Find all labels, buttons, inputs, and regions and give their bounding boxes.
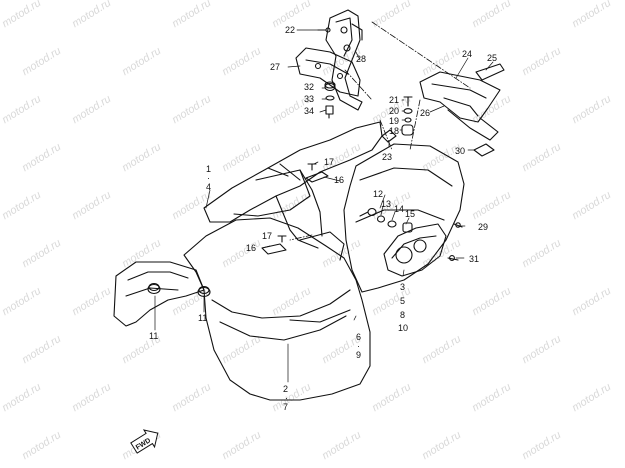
callout-13: 13 [381, 199, 392, 209]
callout-dot: · [207, 173, 210, 183]
screw-21 [403, 96, 413, 107]
callout-12: 12 [373, 189, 384, 199]
callout-11-right: 11 [198, 313, 208, 323]
callout-28: 28 [356, 54, 367, 64]
screw-31 [447, 255, 459, 261]
guide-lines [289, 21, 471, 241]
grommet-11-left [147, 282, 161, 295]
rubber-16-upper [305, 171, 329, 183]
callout-23: 23 [382, 152, 393, 162]
callout-9: 9 [356, 350, 362, 360]
callout-20: 20 [389, 106, 400, 116]
callout-6: 6 [356, 332, 362, 342]
bracket-27 [295, 47, 361, 97]
callout-14: 14 [394, 204, 405, 214]
callout-2: 2 [283, 384, 289, 394]
callout-4: 4 [206, 182, 212, 192]
clip-30 [473, 143, 495, 157]
grommet-32 [324, 81, 336, 92]
grommet-15 [402, 222, 413, 233]
fwd-arrow-icon: FWD [130, 429, 159, 454]
callout-33: 33 [304, 94, 315, 104]
leader-lines [154, 29, 494, 383]
callout-7: 7 [283, 402, 289, 412]
callout-dot: · [285, 393, 288, 403]
callout-25: 25 [487, 53, 498, 63]
callout-3: 3 [400, 282, 406, 292]
callout-27: 27 [270, 62, 281, 72]
cushion-18 [401, 124, 414, 136]
screw-17-lower [277, 235, 287, 243]
washer-20 [403, 108, 413, 114]
callout-22: 22 [285, 25, 296, 35]
grab-rail-24 [419, 71, 501, 141]
callout-1: 1 [206, 164, 212, 174]
callout-17-upper: 17 [324, 157, 335, 167]
washer-14 [387, 220, 397, 228]
rubber-16-lower [261, 243, 287, 255]
callout-18: 18 [389, 126, 400, 136]
collar-19 [404, 117, 412, 123]
callout-21: 21 [389, 95, 400, 105]
callout-5: 5 [400, 296, 406, 306]
callout-32: 32 [304, 82, 315, 92]
callout-11-left: 11 [149, 331, 159, 341]
bolt-34 [325, 105, 334, 119]
frame-cover [113, 121, 465, 401]
callout-17-lower: 17 [262, 231, 273, 241]
clip-23 [381, 129, 397, 143]
bolt-22 [317, 27, 331, 33]
screw-29 [453, 222, 463, 228]
callout-31: 31 [469, 254, 480, 264]
upper-bracket [325, 9, 363, 111]
callout-16-lower: 16 [246, 243, 257, 253]
nut-13 [376, 215, 386, 223]
callout-dot: · [357, 341, 360, 351]
callout-15: 15 [405, 209, 416, 219]
bolt-12 [359, 207, 377, 217]
cushion-25 [475, 63, 505, 81]
callout-26: 26 [420, 108, 431, 118]
callout-24: 24 [462, 49, 473, 59]
callout-8: 8 [400, 310, 406, 320]
callout-34: 34 [304, 106, 315, 116]
callout-10: 10 [398, 323, 409, 333]
callout-30: 30 [455, 146, 466, 156]
screw-17-upper [307, 163, 317, 171]
washer-33 [325, 95, 335, 101]
callout-29: 29 [478, 222, 489, 232]
callout-19: 19 [389, 116, 400, 126]
callout-16-upper: 16 [334, 175, 345, 185]
